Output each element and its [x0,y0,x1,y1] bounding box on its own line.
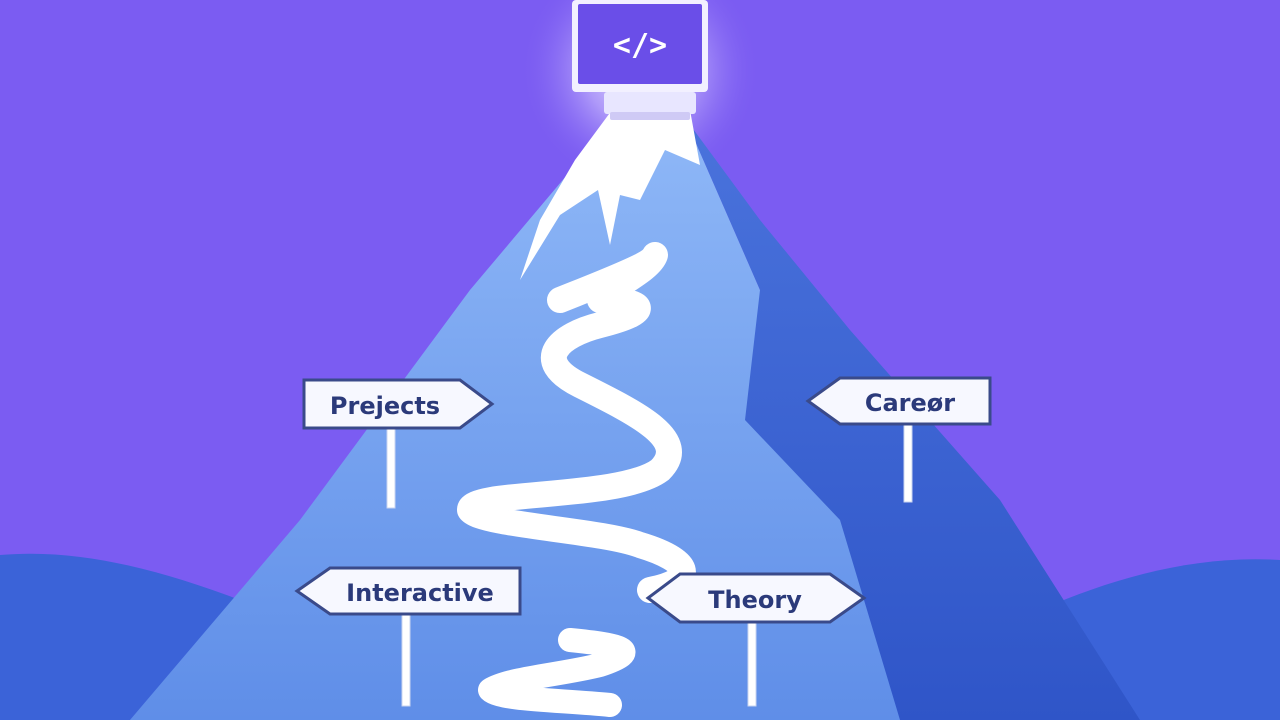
sign-post [401,611,411,707]
sign-projects: Prejects [302,378,495,509]
sign-theory: Theory [645,572,867,707]
sign-board [805,376,992,426]
sign-board [294,566,522,616]
monitor-base [610,112,690,120]
snow-cap [520,110,700,280]
sign-career: Careør [805,376,992,503]
sign-projects-label: Prejects [330,392,440,420]
sign-theory-label: Theory [708,586,802,614]
code-icon: </> [613,28,667,63]
monitor-stand [604,92,696,114]
sign-post [903,419,913,503]
winding-path-lower [478,628,636,717]
sign-board [645,572,867,624]
sign-interactive-label: Interactive [346,579,494,607]
monitor-screen [578,4,702,84]
sign-board [302,378,495,430]
sign-post [386,419,396,509]
monitor: </> [572,0,708,120]
sign-post [747,619,757,707]
winding-path [457,242,696,603]
sign-career-label: Careør [865,389,955,417]
sign-interactive: Interactive [294,566,522,707]
